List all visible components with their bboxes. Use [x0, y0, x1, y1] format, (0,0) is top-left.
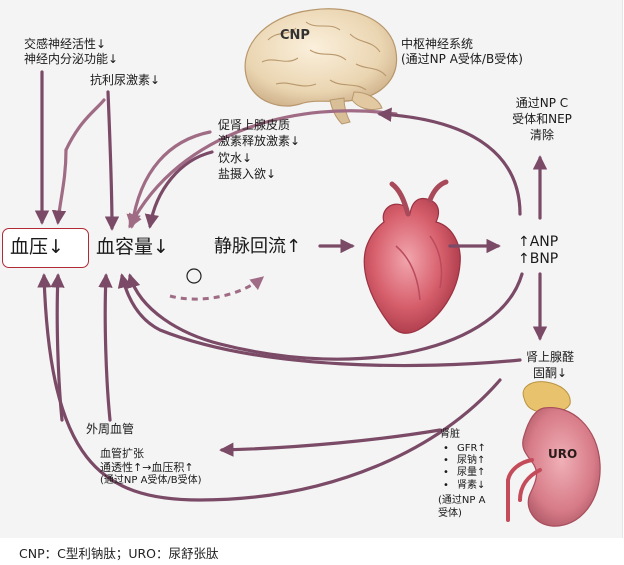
- label-vaso-2: 通透性↑→血压积↑: [100, 461, 194, 474]
- kidney-item: 尿钠↑: [443, 455, 486, 467]
- kidney-item-list: GFR↑ 尿钠↑ 尿量↑ 肾素↓: [443, 443, 486, 492]
- inhibition-arrow: [169, 276, 265, 301]
- label-acth-1: 促肾上腺皮质: [218, 118, 291, 132]
- caption: CNP：C型利钠肽；URO：尿舒张肽: [19, 546, 219, 561]
- label-sympathetic: 交感神经活性↓: [24, 37, 107, 51]
- label-blood-pressure: 血压↓: [10, 236, 64, 258]
- cnp-tag: CNP: [280, 28, 310, 43]
- label-vaso-1: 血管扩张: [100, 447, 144, 460]
- label-salt: 盐摄入欲↓: [218, 167, 277, 181]
- label-kidney-title: 肾脏: [440, 429, 460, 440]
- label-aldo-2: 固酮↓: [532, 366, 568, 380]
- kidney-illustration: [506, 381, 601, 527]
- label-bnp: ↑BNP: [518, 251, 559, 267]
- label-cns-2: (通过NP A受体/B受体): [401, 52, 523, 66]
- label-endocrine: 神经内分泌功能↓: [24, 52, 119, 66]
- kidney-item: 尿量↑: [443, 467, 486, 479]
- label-anp: ↑ANP: [518, 234, 559, 250]
- uro-tag: URO: [548, 447, 578, 461]
- label-antidiuretic: 抗利尿激素↓: [90, 73, 161, 87]
- kidney-item: 肾素↓: [443, 480, 486, 492]
- label-clear-3: 清除: [529, 128, 554, 142]
- blood-pressure-box: [2, 228, 89, 268]
- brain-illustration: [244, 8, 398, 125]
- label-peripheral: 外周血管: [86, 422, 135, 436]
- label-clear-2: 受体和NEP: [512, 112, 572, 126]
- label-aldo-1: 肾上腺醛: [525, 350, 574, 364]
- heart-illustration: [363, 179, 461, 334]
- label-acth-2: 激素释放激素↓: [218, 134, 301, 148]
- feedback-arrows: [34, 70, 548, 502]
- kidney-item: GFR↑: [443, 443, 486, 455]
- label-cns-1: 中枢神经系统: [401, 37, 474, 51]
- inhibit-symbol-circle: [186, 268, 202, 284]
- label-clear-1: 通过NP C: [515, 96, 569, 110]
- diagram-graphics: [34, 8, 601, 527]
- label-blood-volume: 血容量↓: [96, 236, 169, 258]
- label-kidney-note-2: 受体): [438, 508, 462, 519]
- label-venous-return: 静脉回流↑: [214, 236, 302, 257]
- label-drinking: 饮水↓: [218, 151, 253, 165]
- label-vaso-3: (通过NP A受体/B受体): [100, 475, 202, 486]
- label-kidney-note-1: (通过NP A: [438, 495, 486, 506]
